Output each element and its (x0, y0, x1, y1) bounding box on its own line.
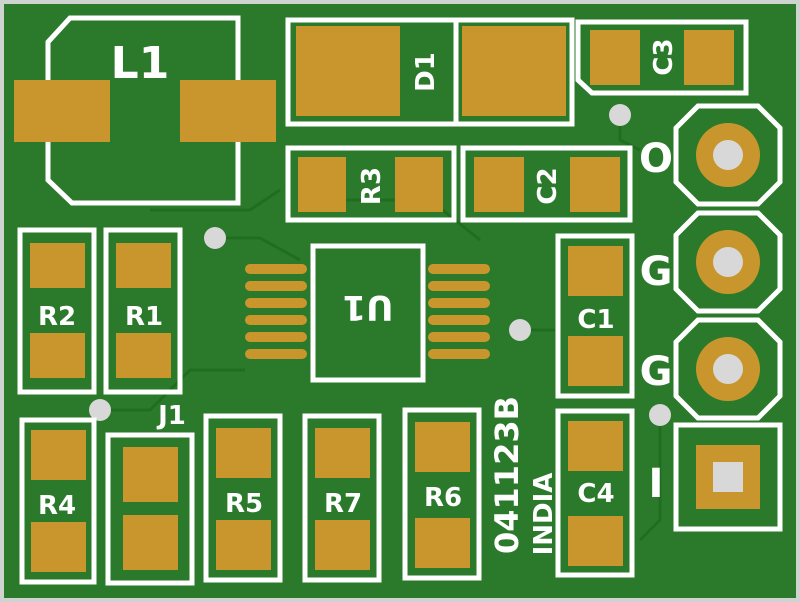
component-c1: C1 (555, 233, 635, 399)
component-r4: R4 (19, 417, 97, 585)
pad (216, 428, 271, 478)
d1-label: D1 (411, 52, 441, 92)
pad (298, 157, 346, 212)
pad (31, 430, 86, 480)
vias (89, 104, 671, 426)
board-code-marking: 041123B (488, 396, 526, 554)
pad (123, 447, 178, 502)
component-d1: D1 (285, 17, 575, 127)
pad (31, 522, 86, 572)
pad (315, 428, 370, 478)
component-r7: R7 (302, 413, 382, 583)
component-j1: J1 (105, 401, 195, 586)
pad (116, 243, 171, 288)
via (649, 404, 671, 426)
via (509, 319, 531, 341)
via (204, 227, 226, 249)
component-c4: C4 (555, 408, 635, 578)
pad (296, 26, 400, 116)
pin-label-g2: G (640, 349, 673, 395)
pad (462, 26, 566, 116)
j1-label: J1 (156, 401, 186, 431)
pad (474, 157, 524, 212)
component-r3: R3 (285, 145, 457, 223)
pad (568, 336, 623, 386)
component-c2: C2 (460, 145, 633, 223)
pin-o (696, 123, 760, 187)
pin-label-g1: G (640, 249, 673, 295)
r7-label: R7 (324, 489, 362, 519)
pin-label-i: I (649, 461, 664, 507)
c3-label: C3 (649, 38, 679, 75)
component-r1: R1 (103, 227, 183, 395)
l1-label: L1 (111, 38, 170, 89)
pad (116, 333, 171, 378)
pin-g1 (696, 230, 760, 294)
component-r2: R2 (17, 227, 97, 395)
pad (415, 422, 470, 472)
r3-label: R3 (357, 167, 387, 205)
u1-label: U1 (342, 287, 393, 327)
board-country-marking: INDIA (529, 473, 559, 556)
pad (570, 157, 620, 212)
via (609, 104, 631, 126)
component-c3: C3 (575, 19, 749, 96)
pad (30, 243, 85, 288)
pad (568, 516, 623, 566)
pad (30, 333, 85, 378)
u1-pins-right (428, 264, 490, 359)
pin-label-o: O (639, 136, 673, 182)
component-r6: R6 (402, 407, 482, 581)
u1-pins-left (245, 264, 307, 359)
pad (216, 520, 271, 570)
pad (123, 515, 178, 570)
r2-label: R2 (38, 302, 76, 332)
pad (590, 30, 640, 85)
r4-label: R4 (38, 491, 76, 521)
pad (395, 157, 443, 212)
c1-label: C1 (577, 305, 614, 335)
pad (180, 80, 276, 142)
component-r5: R5 (203, 413, 283, 583)
pad (568, 246, 623, 296)
c4-label: C4 (577, 479, 614, 509)
pin-i (696, 445, 760, 509)
r5-label: R5 (225, 489, 263, 519)
pad (14, 80, 110, 142)
component-l1: L1 (14, 15, 276, 206)
pad (568, 421, 623, 471)
pad (415, 518, 470, 568)
r6-label: R6 (424, 483, 462, 513)
r1-label: R1 (125, 302, 163, 332)
pin-g2 (696, 337, 760, 401)
component-u1: U1 (245, 243, 490, 383)
pad (315, 520, 370, 570)
via (89, 399, 111, 421)
c2-label: C2 (533, 167, 563, 204)
pad (684, 30, 734, 85)
pin-header: O G G I (639, 103, 783, 532)
